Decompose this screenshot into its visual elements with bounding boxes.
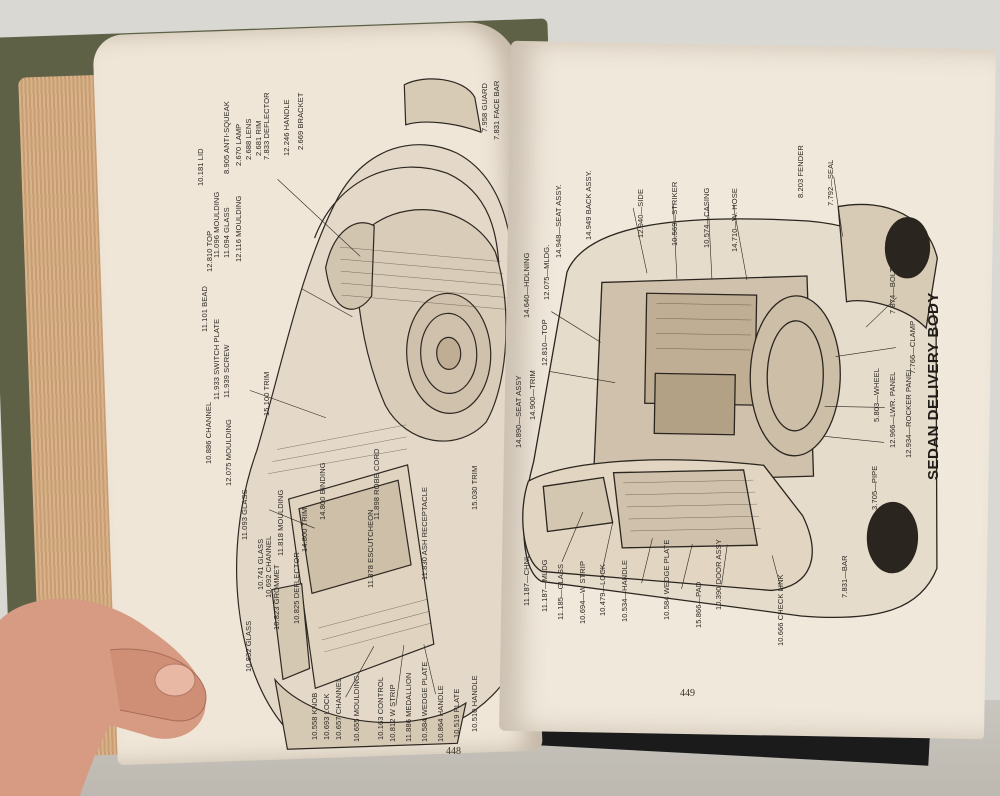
part-label: 14.949 BACK ASSY.: [584, 170, 593, 240]
part-label: 11.187—MLDG: [540, 559, 549, 612]
page-section-title: SEDAN DELIVERY BODY: [925, 292, 942, 480]
part-label: 10.886 CHANNEL: [204, 401, 213, 464]
part-label: 7.831 FACE BAR: [492, 80, 501, 140]
part-label: 10.584 WEDGE PLATE: [420, 661, 429, 742]
car-rear-illustration: [236, 78, 529, 750]
part-label: 10.655 MOULDING: [352, 675, 361, 742]
part-label: 15.866—PAD: [694, 581, 703, 628]
part-label: 15.100 TRIM: [262, 371, 271, 416]
sedan-delivery-illustration: [522, 176, 938, 619]
page-number-right: 449: [680, 688, 695, 699]
part-label: 10.823 GROMMET: [272, 564, 281, 630]
part-label: 14.900—TRIM: [528, 370, 537, 420]
part-label: 10.479—LOCK: [598, 564, 607, 616]
part-label: 14.890—SEAT ASSY: [514, 375, 523, 448]
part-label: 15.030 TRIM: [470, 465, 479, 510]
part-label: 14.640—HDLNING: [522, 252, 531, 318]
part-label: 12.246 HANDLE: [282, 99, 291, 156]
part-label: 2.670 LAMP: [234, 123, 243, 166]
part-label: 10.864 HANDLE: [436, 685, 445, 742]
page-number-left: 448: [446, 746, 461, 757]
part-label: 11.185—GLASS: [556, 563, 565, 620]
part-label: 12.966—LWR. PANEL: [888, 371, 897, 448]
part-label: 10.163 CONTROL: [376, 676, 385, 740]
hand: [0, 598, 207, 796]
part-label: 12.075—MLDG.: [542, 244, 551, 300]
part-label: 10.519 PLATE: [452, 688, 461, 738]
part-label: 10.510 HANDLE: [470, 675, 479, 732]
part-label: 12.940—SIDE: [636, 188, 645, 238]
part-label: 7.833 DEFLECTOR: [262, 92, 271, 160]
part-label: 11.830 ASH RECEPTACLE: [420, 486, 429, 580]
part-label: 10.574—CASING: [702, 187, 711, 249]
part-label: 3.705—PIPE: [870, 465, 879, 510]
part-label: 11.818 MOULDING: [276, 489, 285, 556]
part-label: 12.557—BOARD: [886, 515, 895, 574]
part-label: 11.094 GLASS: [222, 207, 231, 258]
part-label: 10.584 WEDGE PLATE: [662, 539, 671, 620]
part-label: 10.693 LOCK: [322, 693, 331, 740]
part-label: 10.390 DOOR ASSY: [714, 539, 723, 610]
part-label: 11.096 MOULDING: [212, 191, 221, 258]
left-page: [92, 20, 543, 766]
part-label: 10.181 LID: [196, 148, 205, 186]
part-label: 12.934—ROCKER PANEL: [904, 367, 913, 458]
part-label: 10.825 DEFLECTOR: [292, 552, 301, 624]
part-label: 11.101 BEAD: [200, 286, 209, 332]
part-label: 12.116 MOULDING: [234, 195, 243, 262]
part-label: 8.203 FENDER: [796, 145, 805, 198]
part-label: 11.093 GLASS: [240, 489, 249, 540]
part-label: 10.694—W STRIP: [578, 560, 587, 624]
part-label: 11.187—CHNL: [522, 554, 531, 606]
part-label: 7.766—CLAMP: [908, 320, 917, 374]
part-label: 5.803—WHEEL: [872, 367, 881, 422]
part-label: 7.958 GUARD: [480, 82, 489, 132]
part-label: 11.939 SCREW: [222, 344, 231, 398]
part-label: 10.666 CHECK LINK: [776, 574, 785, 646]
part-label: 14.948—SEAT ASSY.: [554, 184, 563, 258]
part-label: 14.800 BINDING: [318, 462, 327, 520]
part-label: 7.831—BAR: [840, 555, 849, 598]
part-label: 12.075 MOULDING: [224, 419, 233, 486]
part-label: 14.800 TRIM: [300, 507, 309, 552]
part-label: 10.534—HANDLE: [620, 559, 629, 622]
part-label: 10.812 W STRIP: [388, 684, 397, 742]
part-label: 7.792—SEAL: [826, 159, 835, 206]
right-page: [499, 40, 996, 740]
part-label: 8.905 ANTI-SQUEAK: [222, 101, 231, 174]
part-label: 7.874—BOLT: [888, 267, 897, 314]
part-label: 10.569—STRIKER: [670, 181, 679, 246]
part-label: 11.886 MEDALLION: [404, 672, 413, 742]
part-label: 11.933 SWITCH PLATE: [212, 318, 221, 400]
part-label: 14.710—W. HOSE: [730, 188, 739, 252]
part-label: 12.810—TOP: [540, 319, 549, 366]
part-label: 2.681 RIM: [254, 120, 263, 157]
part-label: 2.669 BRACKET: [296, 92, 305, 150]
part-label: 10.657 CHANNEL: [334, 677, 343, 740]
part-label: 10.558 KNOB: [310, 692, 319, 740]
part-label: 10.832 GLASS: [244, 620, 253, 672]
part-label: 2.688 LENS: [244, 118, 253, 160]
part-label: 11.878 ESCUTCHEON: [366, 509, 375, 588]
